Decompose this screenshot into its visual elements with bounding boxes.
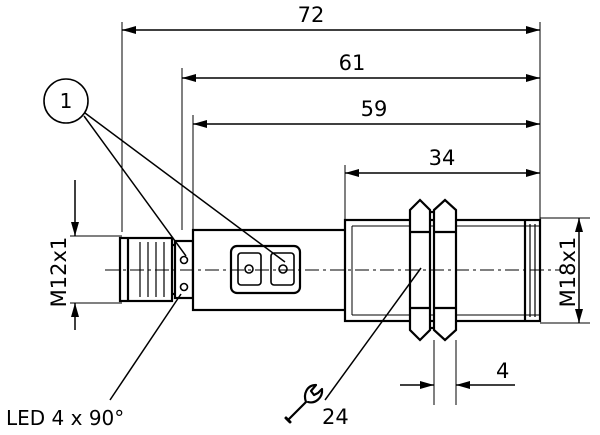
dimension-m12: M12x1 (47, 180, 122, 330)
wrench-callout: 24 (284, 267, 422, 429)
led-right (278, 264, 288, 274)
led-label: LED 4 x 90° (6, 406, 124, 430)
led-indicator-top (179, 255, 189, 265)
sensor-body (105, 198, 560, 342)
dimension-61-label: 61 (339, 51, 366, 75)
dimension-59-label: 59 (361, 97, 388, 121)
dimension-72-label: 72 (298, 3, 325, 27)
dimension-m18-label: M18x1 (556, 237, 580, 308)
dimension-m12-label: M12x1 (47, 237, 71, 308)
callout-1-number: 1 (60, 89, 73, 113)
led-indicator-bottom (179, 282, 189, 292)
dimension-72: 72 (122, 3, 540, 34)
dimension-34: 34 (345, 146, 540, 177)
dimension-m18: M18x1 (540, 217, 590, 324)
callout-1: 1 (43, 78, 286, 263)
dimension-59: 59 (193, 97, 540, 128)
dimension-34-label: 34 (429, 146, 456, 170)
led-callout: LED 4 x 90° (6, 293, 182, 430)
led-left (244, 264, 254, 274)
extension-lines (121, 22, 541, 405)
main-housing (191, 228, 349, 312)
wrench-icon (284, 383, 324, 424)
dimension-61: 61 (182, 51, 540, 82)
callout-1-circle (43, 78, 89, 124)
dimension-4: 4 (400, 359, 515, 389)
wrench-size-label: 24 (322, 405, 349, 429)
dimension-4-label: 4 (496, 359, 509, 383)
